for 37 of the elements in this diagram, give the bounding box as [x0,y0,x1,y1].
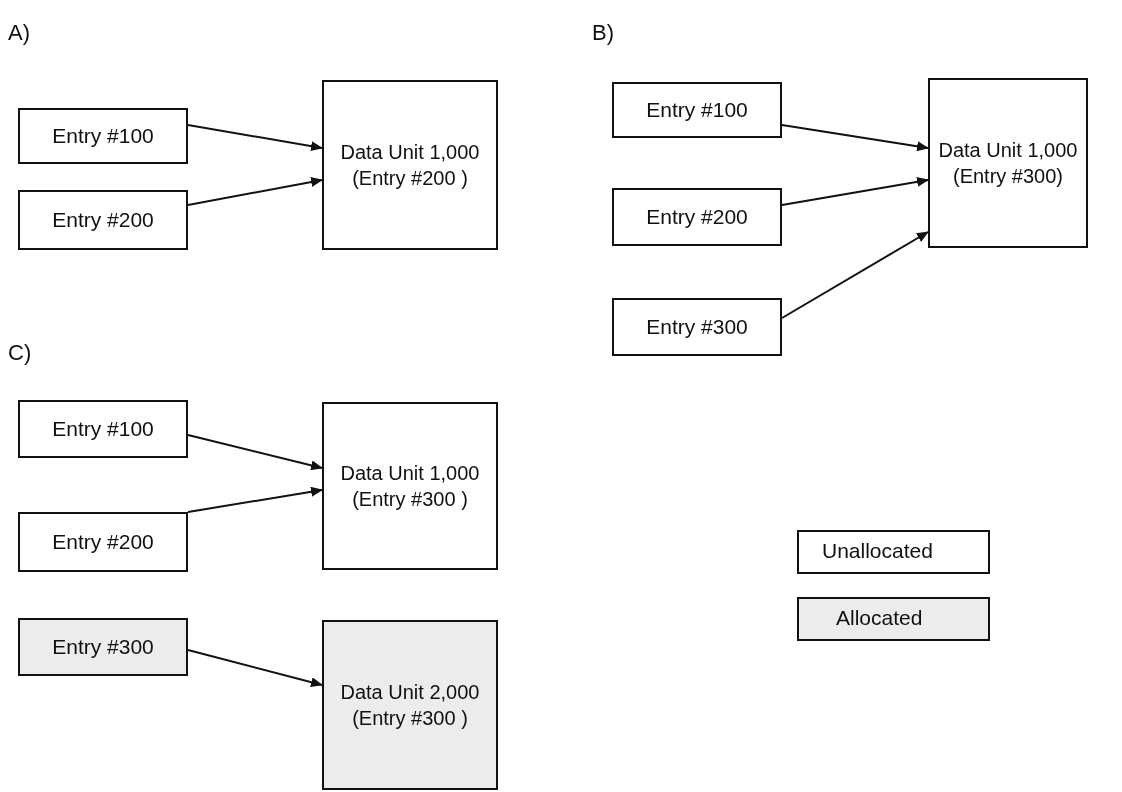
panel-label: B) [592,20,614,46]
node-text: Data Unit 1,000 (Entry #300 ) [340,461,480,512]
entry-box [18,108,188,164]
entry-box [612,298,782,356]
arrow [187,486,323,513]
data-unit-box [322,80,498,250]
node-text: Entry #100 [52,123,154,150]
arrow [187,649,323,688]
entry-box [18,618,188,676]
panel-label: C) [8,340,32,366]
node-text: Data Unit 1,000 (Entry #300) [938,138,1078,189]
entry-box [18,512,188,572]
node-text: Entry #300 [646,314,748,341]
entry-box [18,400,188,458]
arrow [781,176,929,206]
legend-text: Allocated [836,606,923,630]
node-text: Entry #200 [646,204,748,231]
arrow [187,434,323,471]
data-unit-box [322,402,498,570]
arrow [781,124,929,152]
data-unit-box [322,620,498,790]
node-text: Entry #200 [52,207,154,234]
node-text: Entry #100 [646,97,748,124]
data-unit-box [928,78,1088,248]
legend-text: Unallocated [822,539,933,563]
arrow [781,231,929,319]
node-text: Data Unit 2,000 (Entry #300 ) [340,680,480,731]
panel-label: A) [8,20,30,46]
node-text: Data Unit 1,000 (Entry #200 ) [340,140,480,191]
arrow [187,124,323,152]
entry-box [612,82,782,138]
node-text: Entry #100 [52,416,154,443]
node-text: Entry #300 [52,634,154,661]
node-text: Entry #200 [52,529,154,556]
entry-box [612,188,782,246]
entry-box [18,190,188,250]
arrow [187,177,323,206]
